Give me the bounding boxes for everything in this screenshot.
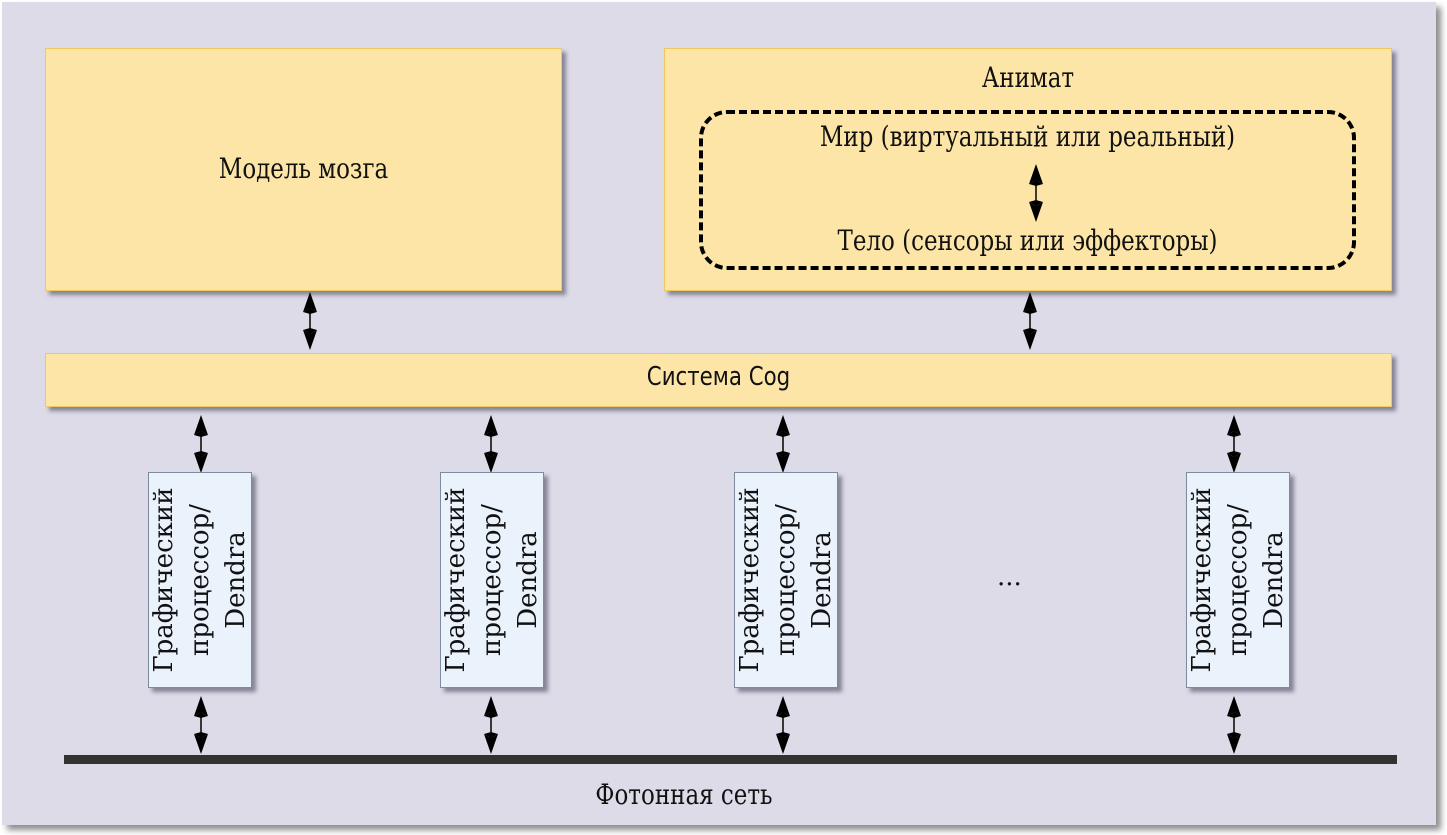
gpu-network-arrow-icon bbox=[479, 696, 503, 754]
gpu-line: Графический bbox=[149, 487, 179, 673]
gpu-line: Графический bbox=[1187, 487, 1217, 673]
photonic-network-label: Фотонная сеть bbox=[595, 778, 773, 811]
brain-model-label: Модель мозга bbox=[218, 152, 389, 185]
gpu-network-arrow-icon bbox=[189, 696, 213, 754]
gpu-node-label: Графический процессор/ Dendra bbox=[438, 475, 546, 685]
gpu-network-arrow-icon bbox=[1222, 696, 1246, 754]
gpu-line: процессор/ bbox=[477, 504, 507, 656]
gpu-line: Dendra bbox=[513, 531, 543, 629]
gpu-line: процессор/ bbox=[771, 504, 801, 656]
body-label: Тело (сенсоры или эффекторы) bbox=[837, 224, 1218, 257]
cog-system-bar: Система Cog bbox=[45, 353, 1392, 407]
cog-gpu-arrow-icon bbox=[771, 415, 795, 473]
more-nodes-ellipsis: ... bbox=[997, 562, 1022, 592]
cog-gpu-arrow-icon bbox=[189, 415, 213, 473]
animat-title: Анимат bbox=[981, 61, 1075, 94]
gpu-node-label: Графический процессор/ Dendra bbox=[732, 475, 840, 685]
gpu-line: процессор/ bbox=[1223, 504, 1253, 656]
diagram-canvas: Модель мозга Анимат Мир (виртуальный или… bbox=[2, 2, 1436, 825]
world-label: Мир (виртуальный или реальный) bbox=[819, 120, 1236, 153]
brain-model-box: Модель мозга bbox=[45, 48, 562, 291]
cog-system-label: Система Cog bbox=[646, 362, 791, 392]
animat-cog-arrow-icon bbox=[1018, 292, 1042, 350]
animat-box: Анимат bbox=[664, 48, 1392, 291]
gpu-network-arrow-icon bbox=[771, 696, 795, 754]
world-body-group bbox=[699, 110, 1356, 270]
gpu-line: Dendra bbox=[1259, 531, 1289, 629]
gpu-node: Графический процессор/ Dendra bbox=[148, 472, 252, 688]
cog-gpu-arrow-icon bbox=[1222, 415, 1246, 473]
gpu-line: Dendra bbox=[221, 531, 251, 629]
gpu-line: Dendra bbox=[807, 531, 837, 629]
gpu-node: Графический процессор/ Dendra bbox=[734, 472, 838, 688]
world-body-arrow-icon bbox=[1024, 164, 1048, 222]
gpu-node-label: Графический процессор/ Dendra bbox=[146, 475, 254, 685]
photonic-network-bar bbox=[64, 755, 1397, 764]
cog-gpu-arrow-icon bbox=[479, 415, 503, 473]
gpu-node-label: Графический процессор/ Dendra bbox=[1184, 475, 1292, 685]
gpu-line: Графический bbox=[441, 487, 471, 673]
gpu-node: Графический процессор/ Dendra bbox=[1186, 472, 1290, 688]
gpu-line: процессор/ bbox=[185, 504, 215, 656]
gpu-line: Графический bbox=[735, 487, 765, 673]
gpu-node: Графический процессор/ Dendra bbox=[440, 472, 544, 688]
brain-cog-arrow-icon bbox=[298, 292, 322, 350]
